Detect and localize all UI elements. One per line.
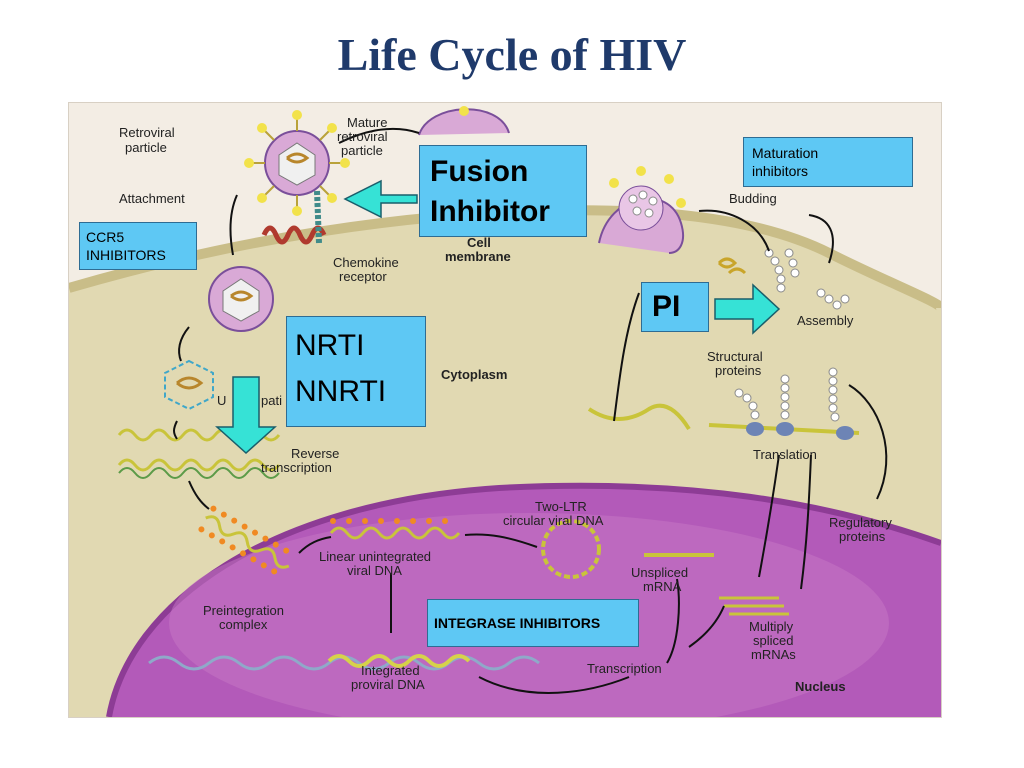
label-cytoplasm: Cytoplasm [441, 367, 507, 382]
nrti-nnrti-callout: NRTI NNRTI [286, 316, 426, 427]
two-ltr-circle-icon [541, 519, 601, 579]
label-reverse-2: transcription [261, 460, 332, 475]
label-integrated-2: proviral DNA [351, 677, 425, 692]
label-linear-2: viral DNA [347, 563, 402, 578]
label-reverse-1: Reverse [291, 446, 339, 461]
rt-arrow-icon [215, 376, 277, 455]
label-two-ltr-2: circular viral DNA [503, 513, 604, 528]
label-uncoating-fragment: U [217, 393, 226, 408]
label-mature-2: retroviral [337, 129, 388, 144]
label-structural-2: proteins [715, 363, 762, 378]
label-transcription: Transcription [587, 661, 662, 676]
fusion-inhibitor-line-1: Fusion [430, 155, 529, 188]
budding-particle-icon [598, 166, 686, 254]
integrated-provirus-icon [327, 654, 471, 668]
page-title: Life Cycle of HIV [337, 29, 687, 80]
nnrti-label: NNRTI [295, 375, 387, 408]
fusing-particle-icon [208, 266, 274, 332]
protein-chain-icons [734, 367, 840, 422]
fusion-inhibitor-line-2: Inhibitor [430, 195, 550, 228]
label-multiply-1: Multiply [749, 619, 794, 634]
pi-callout: PI [641, 282, 709, 332]
label-chemokine-2: receptor [339, 269, 387, 284]
maturation-inhibitors-callout: Maturation inhibitors [743, 137, 913, 187]
fusion-inhibitor-callout: Fusion Inhibitor [419, 145, 587, 237]
pi-label: PI [652, 290, 681, 323]
label-mature-1: Mature [347, 115, 387, 130]
chemokine-receptor-icon [261, 225, 327, 245]
label-nucleus: Nucleus [795, 679, 846, 694]
cell-membrane [69, 205, 941, 311]
pi-arrow-icon [714, 283, 781, 335]
ccr5-inhibitors-callout: CCR5 INHIBITORS [79, 222, 197, 270]
label-structural-1: Structural [707, 349, 763, 364]
label-budding: Budding [729, 191, 777, 206]
integrase-label: INTEGRASE INHIBITORS [434, 615, 601, 631]
assembly-rna-icon [717, 257, 747, 275]
label-cell-2: membrane [445, 249, 511, 264]
assembly-proteins-icon [764, 248, 850, 310]
nrti-label: NRTI [295, 329, 365, 362]
label-attachment: Attachment [119, 191, 185, 206]
label-cell-1: Cell [467, 235, 491, 250]
mature-particle-icon [418, 106, 510, 136]
label-mature-3: particle [341, 143, 383, 158]
label-regulatory-1: Regulatory [829, 515, 892, 530]
label-multiply-2: spliced [753, 633, 793, 648]
label-retroviral-particle-1: Retroviral [119, 125, 175, 140]
label-uncoating-fragment-tail: pati [261, 393, 282, 408]
label-assembly: Assembly [797, 313, 854, 328]
label-multiply-3: mRNAs [751, 647, 796, 662]
label-integrated-1: Integrated [361, 663, 420, 678]
ribosome-icons [708, 422, 860, 440]
label-preintegration-2: complex [219, 617, 268, 632]
maturation-line-2: inhibitors [752, 163, 809, 179]
label-unspliced-2: mRNA [643, 579, 682, 594]
ccr5-line-1: CCR5 [86, 229, 125, 245]
uncoating-capsid-icon [164, 359, 214, 411]
cytoplasmic-mrna-icon [587, 403, 691, 431]
cd4-receptor-icon [314, 190, 322, 244]
integrase-inhibitors-callout: INTEGRASE INHIBITORS [427, 599, 639, 647]
linear-dna-icon [329, 518, 461, 540]
maturation-line-1: Maturation [752, 145, 819, 161]
multiply-spliced-mrna-icon [719, 596, 789, 616]
label-linear-1: Linear unintegrated [319, 549, 431, 564]
fusion-arrow-icon [343, 179, 418, 219]
diagram-canvas: Retroviral particle Mature retroviral pa… [69, 106, 941, 717]
label-unspliced-1: Unspliced [631, 565, 688, 580]
retroviral-particle-icon [244, 110, 350, 216]
label-translation: Translation [753, 447, 817, 462]
nuclear-envelope [106, 482, 941, 717]
preintegration-complex-icon [198, 505, 290, 575]
ccr5-line-2: INHIBITORS [86, 247, 166, 263]
label-retroviral-particle-2: particle [125, 140, 167, 155]
process-arrows [173, 127, 888, 694]
label-regulatory-2: proteins [839, 529, 886, 544]
label-two-ltr-1: Two-LTR [535, 499, 587, 514]
label-preintegration-1: Preintegration [203, 603, 284, 618]
label-chemokine-1: Chemokine [333, 255, 399, 270]
